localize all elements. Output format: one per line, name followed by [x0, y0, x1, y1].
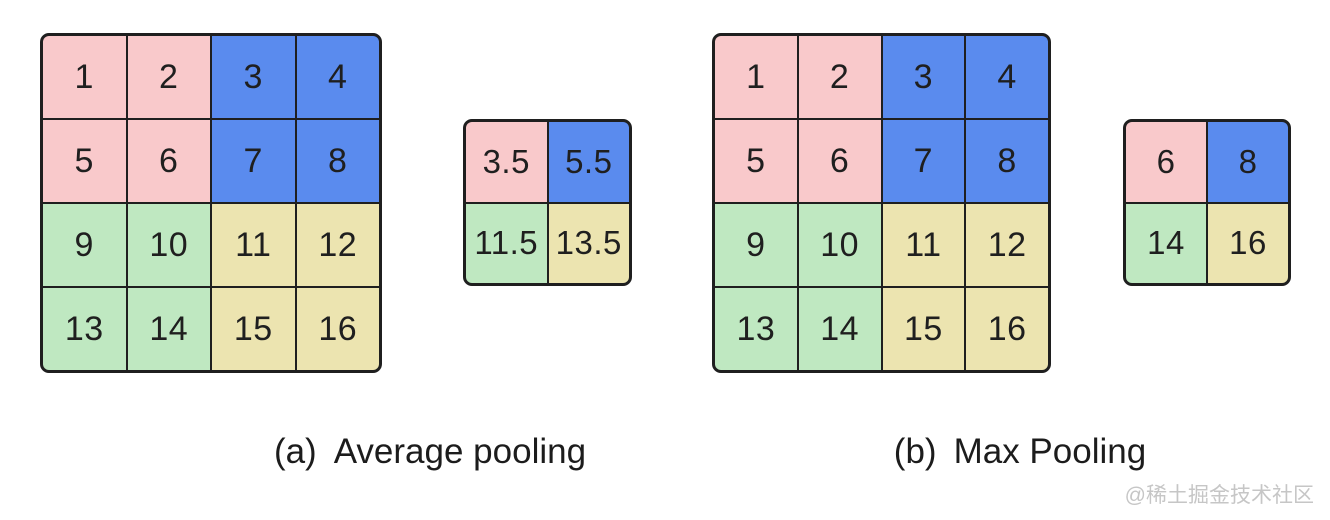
grid-cell: 14	[127, 288, 210, 370]
grid-cell: 8	[296, 120, 379, 202]
grid-cell: 7	[882, 120, 965, 202]
grid-cell: 10	[127, 204, 210, 286]
grid-cell: 2	[127, 36, 210, 118]
grid-cell: 11.5	[466, 203, 547, 283]
grid-cell: 9	[715, 204, 797, 286]
grid-cell: 9	[43, 204, 126, 286]
grid-cell: 16	[966, 288, 1048, 370]
grid-cell: 13.5	[548, 203, 629, 283]
grid-cell: 5.5	[548, 122, 629, 202]
grid-cell: 11	[882, 204, 965, 286]
grid-cell: 5	[715, 120, 797, 202]
grid-cell: 4	[966, 36, 1048, 118]
grid-cell: 1	[43, 36, 126, 118]
grid-cell: 7	[212, 120, 295, 202]
grid-cell: 10	[798, 204, 881, 286]
grid-cell: 16	[296, 288, 379, 370]
grid-cell: 13	[43, 288, 126, 370]
caption-b-label: (b)	[893, 432, 937, 471]
grid-cell: 15	[882, 288, 965, 370]
grid-cell: 14	[798, 288, 881, 370]
grid-cell: 11	[212, 204, 295, 286]
grid-cell: 12	[966, 204, 1048, 286]
grid-cell: 4	[296, 36, 379, 118]
grid-cell: 5	[43, 120, 126, 202]
grid-cell: 2	[798, 36, 881, 118]
grid-cell: 6	[798, 120, 881, 202]
grid-cell: 3.5	[466, 122, 547, 202]
caption-max-pooling: (b) Max Pooling	[730, 432, 1310, 472]
grid-cell: 14	[1126, 203, 1206, 283]
grid-cell: 3	[882, 36, 965, 118]
caption-average-pooling: (a) Average pooling	[140, 432, 720, 472]
grid-cell: 8	[1208, 122, 1288, 202]
caption-a-text: Average pooling	[333, 432, 587, 471]
grid-cell: 8	[966, 120, 1048, 202]
grid-cell: 3	[212, 36, 295, 118]
grid-cell: 1	[715, 36, 797, 118]
grid-cell: 6	[127, 120, 210, 202]
grid-cell: 12	[296, 204, 379, 286]
watermark: @稀土掘金技术社区	[1124, 484, 1314, 507]
grid-cell: 15	[212, 288, 295, 370]
caption-a-label: (a)	[273, 432, 317, 471]
grid-cell: 6	[1126, 122, 1206, 202]
caption-b-text: Max Pooling	[953, 432, 1147, 471]
grid-cell: 16	[1208, 203, 1288, 283]
grid-cell: 13	[715, 288, 797, 370]
